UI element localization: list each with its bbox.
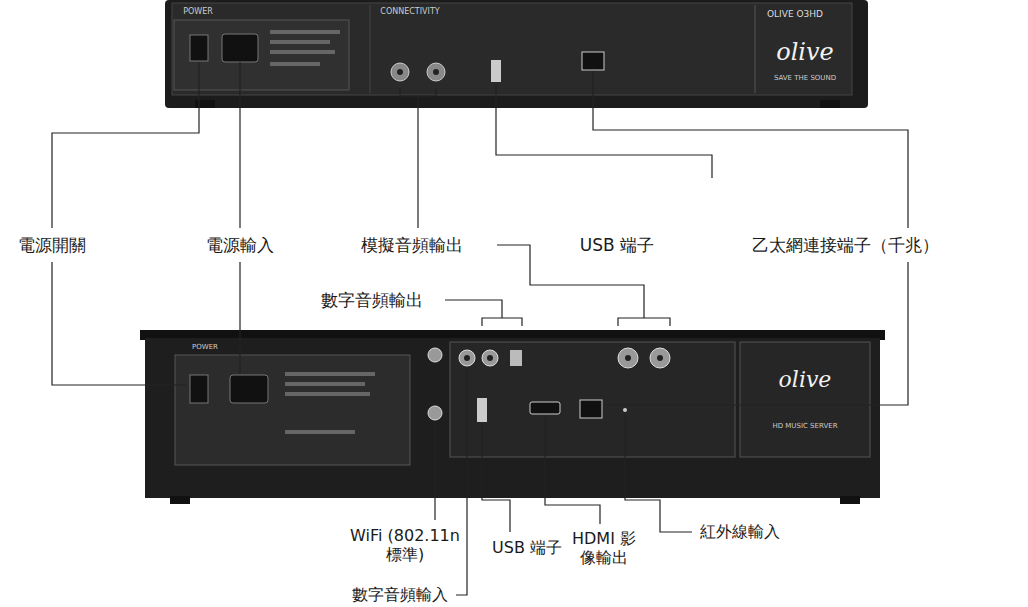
part-label: 數字音頻輸入 [352,585,448,604]
panel-print: SAVE THE SOUND [774,74,836,82]
part-label: HDMI 影像輸出 [566,529,642,567]
part-label: 紅外線輸入 [700,522,780,541]
bottom-device [140,330,885,504]
top-device [165,0,868,108]
leader-lines [52,62,908,595]
panel-print: POWER [192,343,218,351]
panel-print: POWER [183,7,213,17]
part-label: 模擬音頻輸出 [361,235,463,255]
part-label: 數字音頻輸出 [321,290,423,310]
part-label: USB 端子 [580,235,654,255]
panel-print: HD MUSIC SERVER [772,422,837,430]
part-label: WiFi (802.11n標準) [346,526,464,564]
brand-logo: olive [776,38,834,67]
part-label: USB 端子 [492,538,562,557]
part-label: 電源開關 [18,235,86,255]
part-label: 乙太網連接端子（千兆） [752,235,939,255]
part-label: 電源輸入 [206,235,274,255]
panel-print: OLIVE O3HD [767,9,823,20]
brand-logo: olive [779,367,832,393]
panel-print: CONNECTIVITY [380,7,439,17]
